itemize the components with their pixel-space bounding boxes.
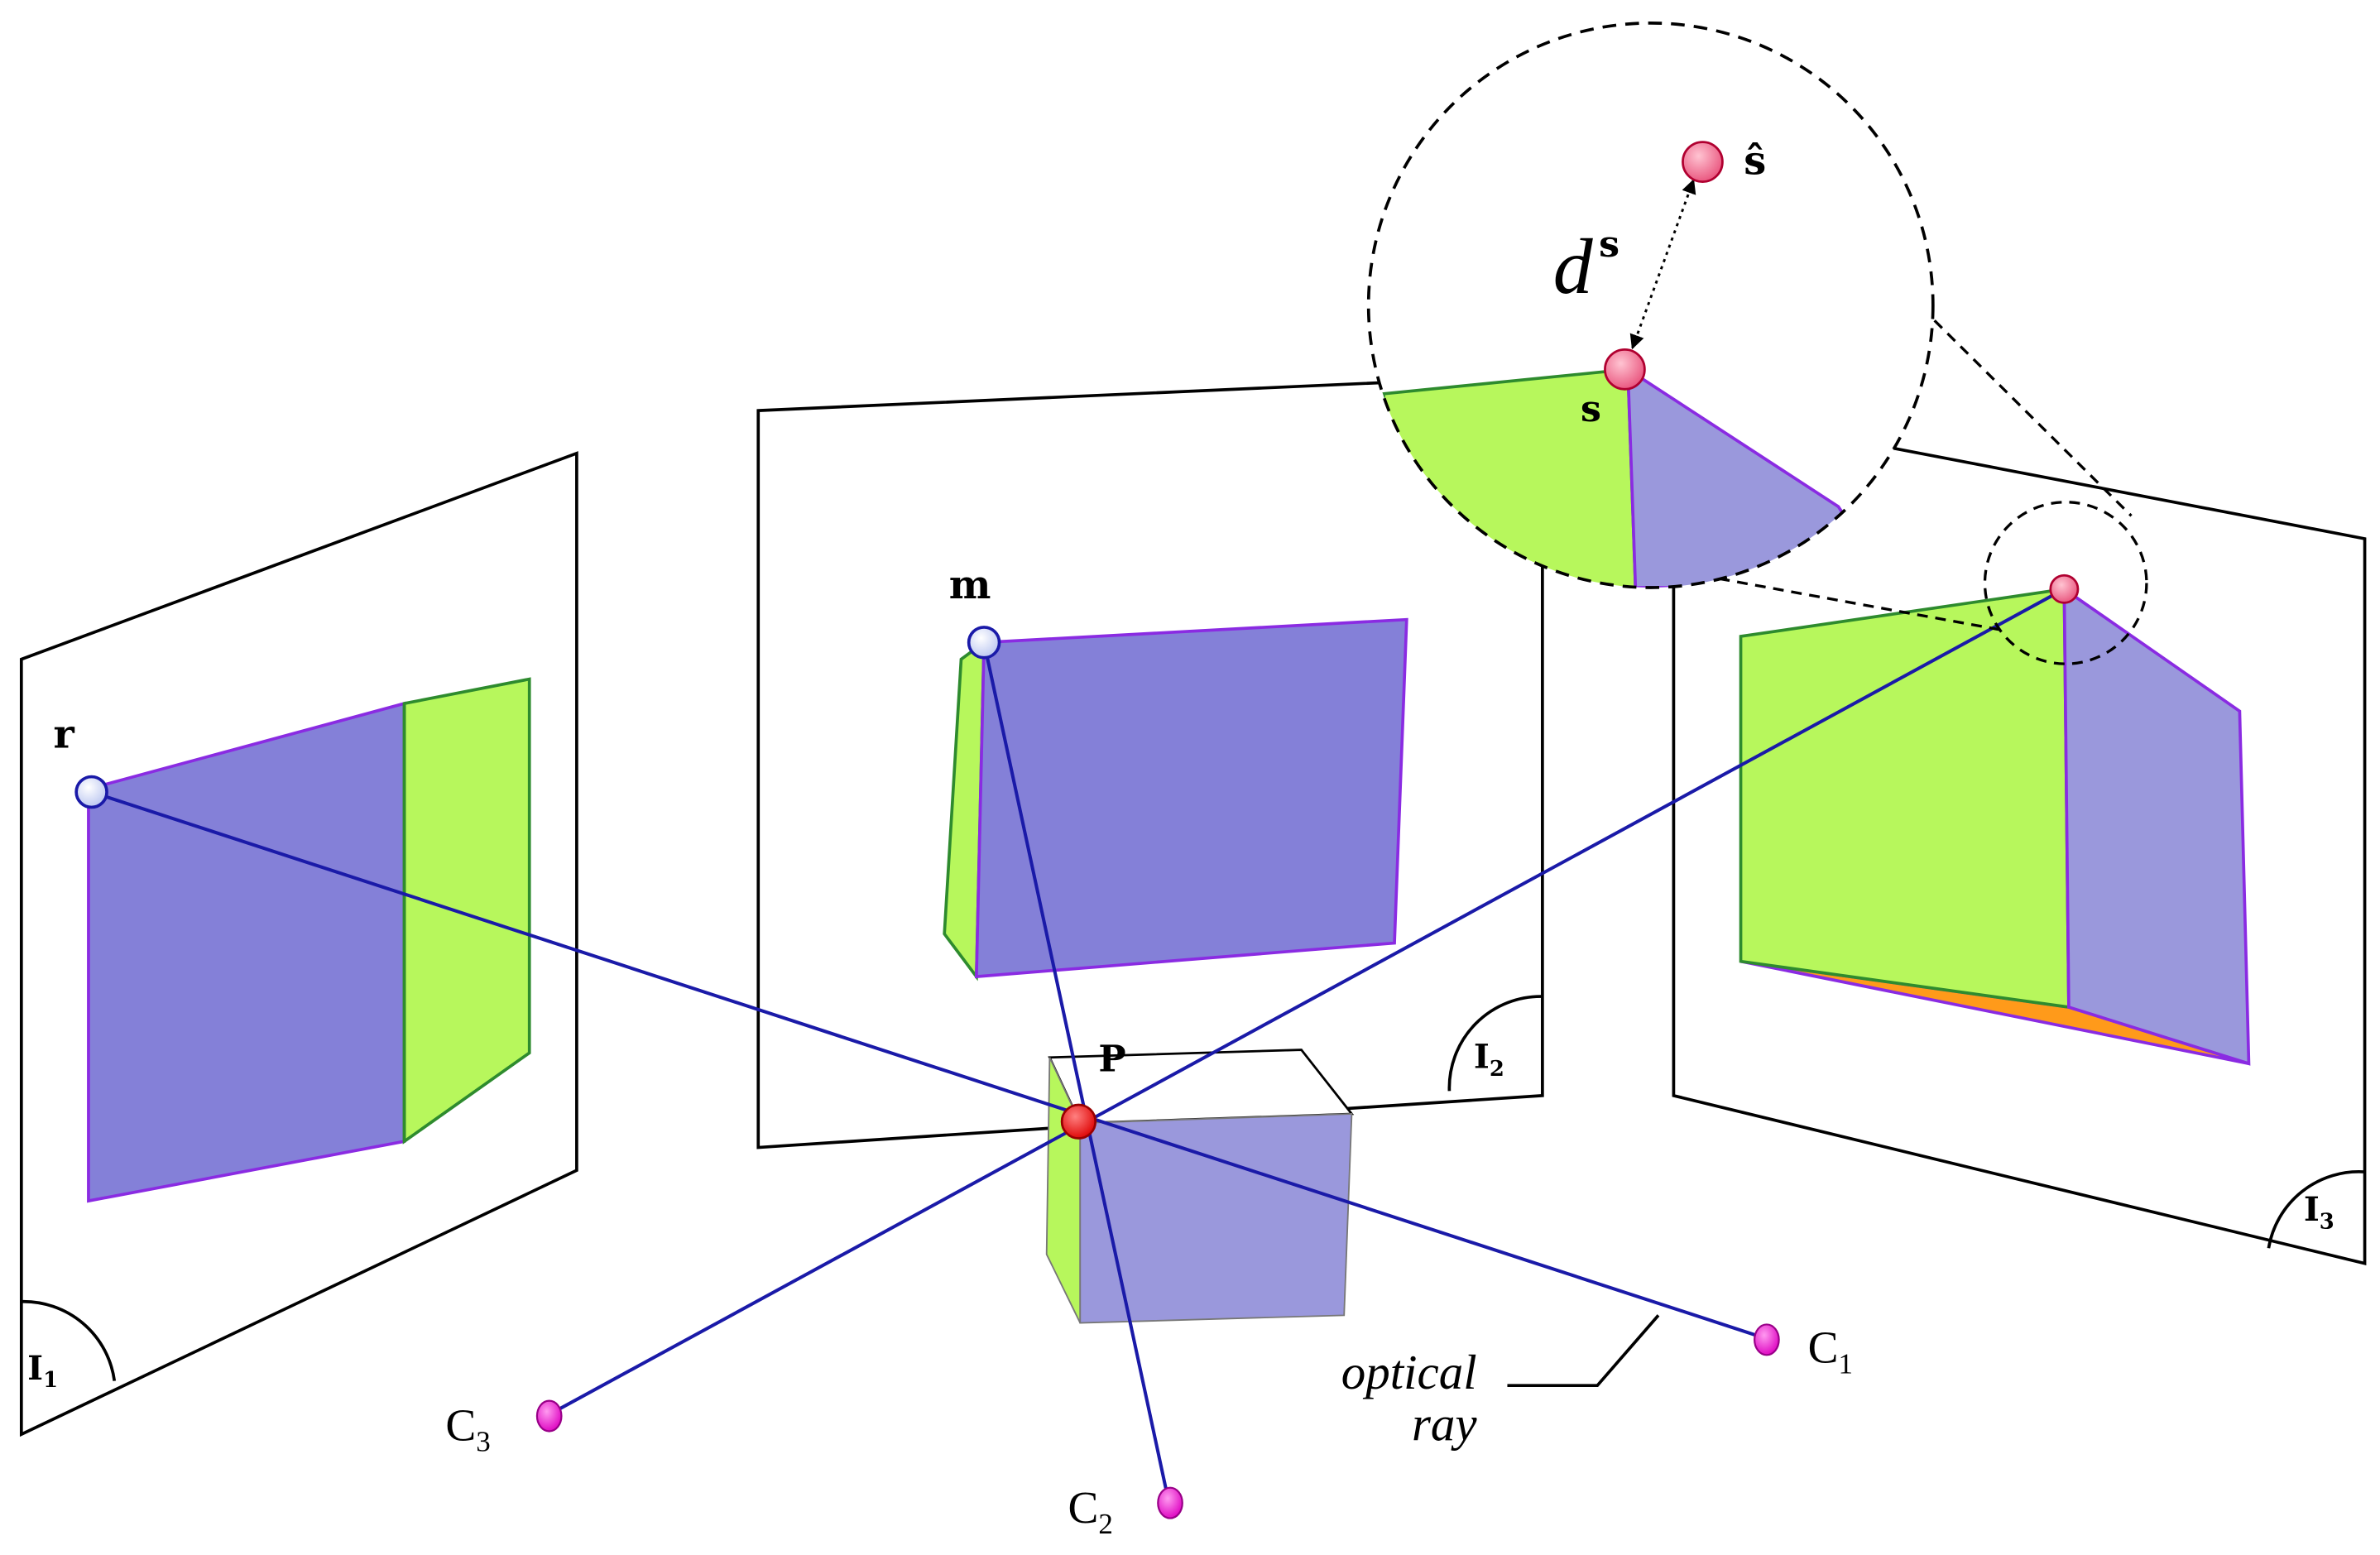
3d-object-box [1045,1049,1355,1324]
plane3-blue-face [2062,586,2251,1066]
image-points [74,141,2080,1140]
zoom-indicator [1701,319,2148,665]
image3-label: I3 [2304,1189,2334,1234]
plane3-green-face [1739,587,2071,1010]
optical-ray-label-line1: optical [1341,1345,1477,1399]
plane1-corner-arc [21,1299,117,1381]
camera-labels: C1 C2 C3 [445,1322,1853,1540]
optical-ray-leader [1507,1314,1660,1388]
camera-C2-icon [1157,1486,1183,1519]
optical-rays [90,588,2066,1502]
camera-centers [535,1323,1780,1519]
plane3-corner-arc [2267,1170,2365,1249]
image-plane-1: I1 [19,451,578,1437]
point-s-small-marker [2049,574,2080,604]
plane2-corner-arc [1447,995,1543,1092]
point-s-hat-label: ŝ [1744,137,1766,184]
point-P-label: P [1098,1037,1125,1080]
point-r-marker [74,775,108,809]
point-s-label: s [1581,387,1601,430]
zoom-circle-border [1366,22,1935,589]
zoom-connector-lower [1701,574,2003,632]
plane1-blue-face [87,701,406,1203]
ray-r-to-C1 [90,790,1766,1340]
point-s-marker [1604,348,1646,391]
point-P-marker [1060,1103,1097,1140]
point-m-label: m [949,562,991,608]
point-labels: r m P s ŝ [54,137,1767,1080]
camera-C1-icon [1754,1323,1780,1356]
image1-label: I1 [27,1348,58,1393]
ray-C3-to-s [548,588,2066,1416]
point-m-marker [967,626,1001,660]
zoom-connector-upper [1933,319,2133,517]
camera-C3-label: C3 [445,1400,490,1458]
camera-C1-label: C1 [1808,1322,1853,1380]
box-front-face [1079,1113,1353,1324]
camera-C2-label: C2 [1068,1482,1113,1540]
zoom-source-circle [1983,501,2148,665]
camera-C3-icon [535,1399,563,1433]
optical-ray-label-line2: ray [1412,1397,1477,1452]
point-s-hat-marker [1682,141,1724,183]
point-r-label: r [54,712,75,758]
ray-m-to-C2 [982,641,1171,1502]
plane2-blue-face [975,617,1408,979]
image-plane-2: I2 [756,373,1544,1149]
optical-ray-callout: optical ray [1341,1314,1660,1452]
image-plane-3: I3 [1672,404,2367,1266]
image2-label: I2 [1474,1037,1504,1082]
